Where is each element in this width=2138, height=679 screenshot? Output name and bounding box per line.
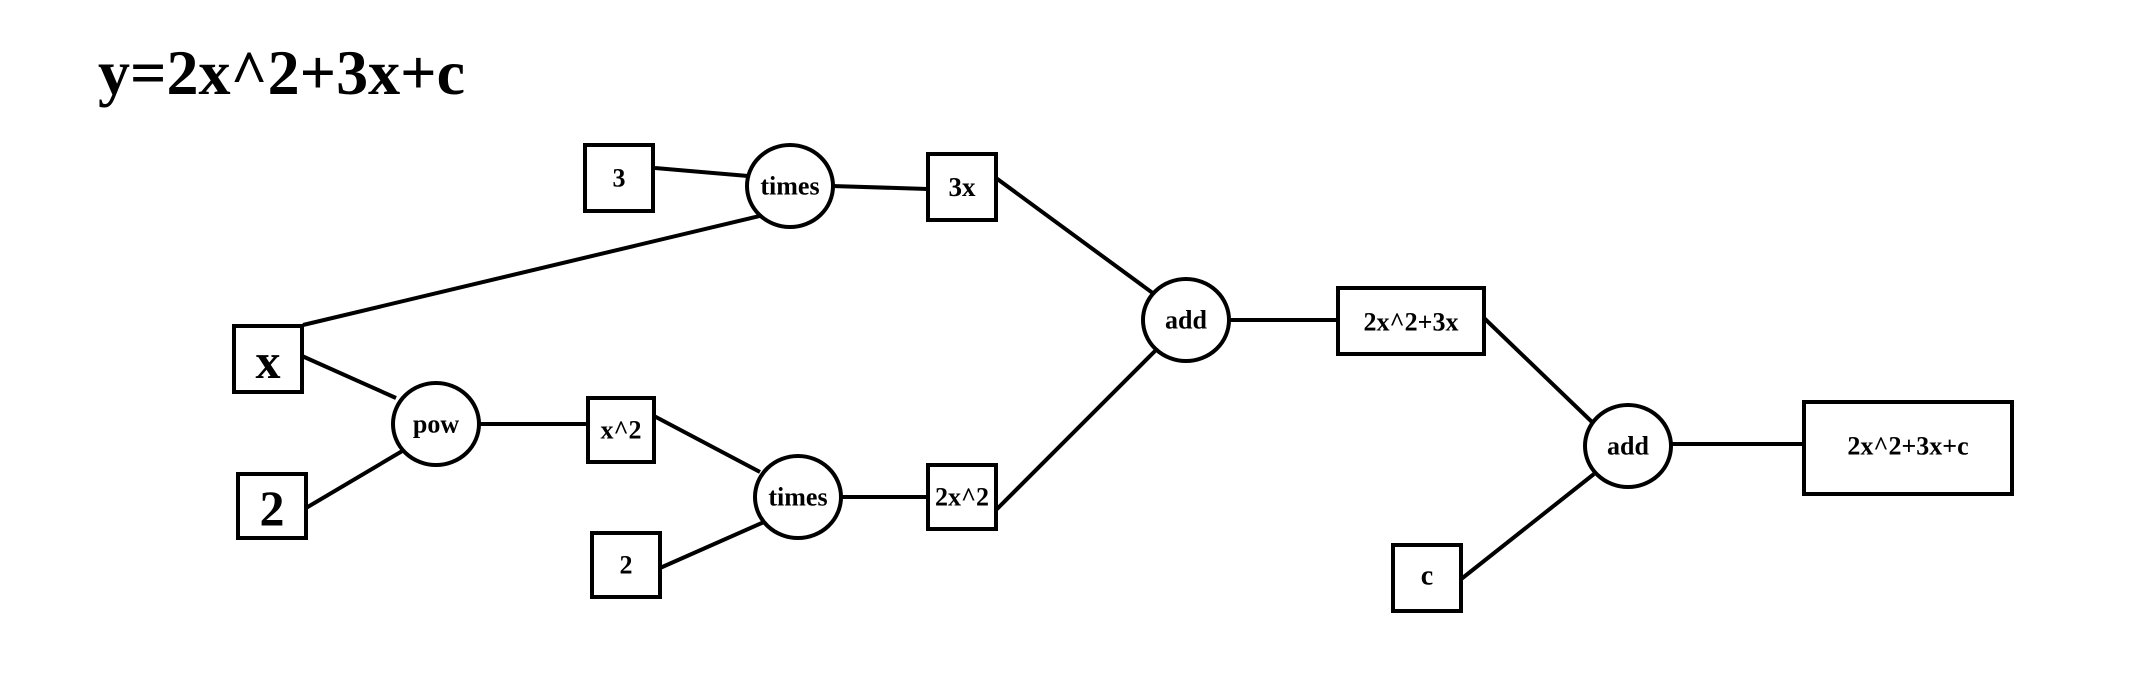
op-times-top: times xyxy=(745,143,835,229)
node-3x-label: 3x xyxy=(949,172,977,202)
edge-sum-to-add xyxy=(1482,316,1594,424)
edge-three-to-times xyxy=(654,166,749,178)
node-result: 2x^2+3x+c xyxy=(1802,400,2014,496)
edge-c-to-add xyxy=(1458,472,1596,582)
edge-x-to-times xyxy=(302,212,769,327)
edge-two-to-times xyxy=(659,520,765,570)
node-x-label: x xyxy=(256,333,281,389)
node-x: x xyxy=(232,324,304,394)
op-times-top-label: times xyxy=(760,172,819,201)
node-2x-squared: 2x^2 xyxy=(926,463,998,531)
node-sum-first: 2x^2+3x xyxy=(1336,286,1486,356)
edge-3x-to-add xyxy=(994,176,1156,296)
op-add-second: add xyxy=(1583,403,1673,489)
node-c-label: c xyxy=(1421,561,1433,592)
edge-two-to-pow xyxy=(304,448,406,510)
op-add-second-label: add xyxy=(1607,432,1649,461)
edge-times-to-3x xyxy=(831,184,929,191)
edge-x-squared-to-times xyxy=(653,414,761,474)
op-times-bottom: times xyxy=(753,454,843,540)
equation-title: y=2x^2+3x+c xyxy=(98,37,465,108)
edges xyxy=(301,166,1804,582)
node-x-squared: x^2 xyxy=(586,396,656,464)
node-two-input: 2 xyxy=(236,472,308,540)
node-result-label: 2x^2+3x+c xyxy=(1847,432,1968,461)
node-2x-squared-label: 2x^2 xyxy=(935,483,989,512)
node-c: c xyxy=(1391,543,1463,613)
op-add-first: add xyxy=(1141,277,1231,363)
node-two-input-label: 2 xyxy=(260,480,285,536)
op-times-bottom-label: times xyxy=(768,483,827,512)
node-three: 3 xyxy=(583,143,655,213)
node-two-coefficient: 2 xyxy=(590,531,662,599)
node-two-coefficient-label: 2 xyxy=(620,551,633,580)
node-three-label: 3 xyxy=(613,164,626,193)
op-pow: pow xyxy=(391,381,481,467)
node-3x: 3x xyxy=(926,152,998,222)
edge-x-to-pow xyxy=(301,354,397,400)
op-pow-label: pow xyxy=(413,410,459,439)
edge-2x-squared-to-add xyxy=(994,348,1158,512)
node-x-squared-label: x^2 xyxy=(600,416,641,445)
node-sum-first-label: 2x^2+3x xyxy=(1364,308,1459,337)
op-add-first-label: add xyxy=(1165,306,1207,335)
